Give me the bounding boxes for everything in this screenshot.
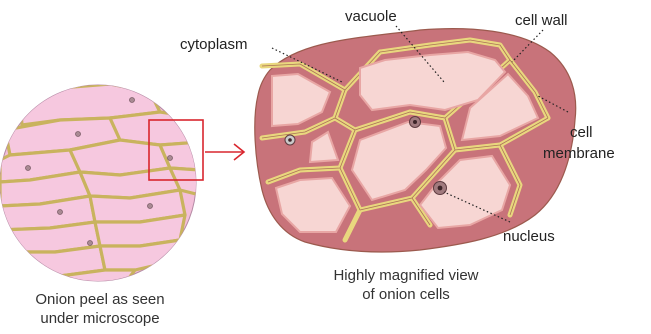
- label-cell-membrane-line1: cell: [570, 124, 593, 141]
- caption-right-line2: of onion cells: [316, 285, 496, 304]
- magnified-onion-cells: [255, 29, 576, 252]
- label-cell-membrane-line2: membrane: [543, 145, 615, 162]
- label-cell-wall: cell wall: [515, 12, 568, 29]
- peel-cells: [0, 84, 200, 292]
- caption-left-line2: under microscope: [20, 309, 180, 328]
- caption-right-line1: Highly magnified view: [316, 266, 496, 285]
- arrow-icon: [205, 144, 244, 160]
- label-cytoplasm: cytoplasm: [180, 36, 248, 53]
- caption-left-line1: Onion peel as seen: [20, 290, 180, 309]
- label-vacuole: vacuole: [345, 8, 397, 25]
- onion-peel-microscope-view: [0, 84, 200, 292]
- label-nucleus: nucleus: [503, 228, 555, 245]
